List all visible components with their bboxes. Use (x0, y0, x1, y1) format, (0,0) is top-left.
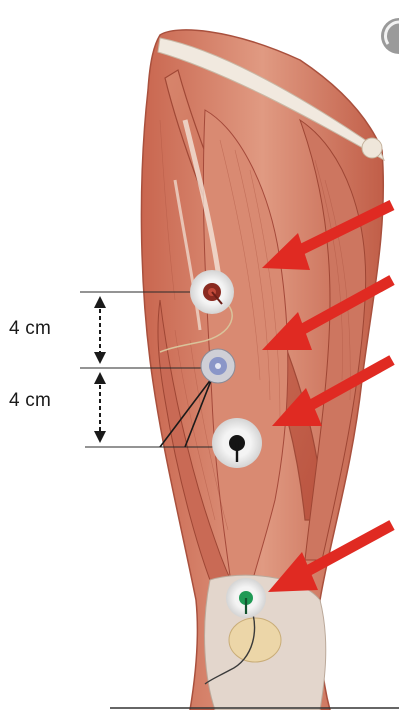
electrode-1 (190, 270, 234, 314)
distance-label-upper: 4 cm (9, 318, 51, 340)
distance-label-lower: 4 cm (9, 390, 51, 412)
electrode-4 (226, 578, 266, 618)
electrode-3 (212, 418, 262, 468)
hip-landmark (362, 138, 382, 158)
electrode-2 (201, 349, 235, 383)
